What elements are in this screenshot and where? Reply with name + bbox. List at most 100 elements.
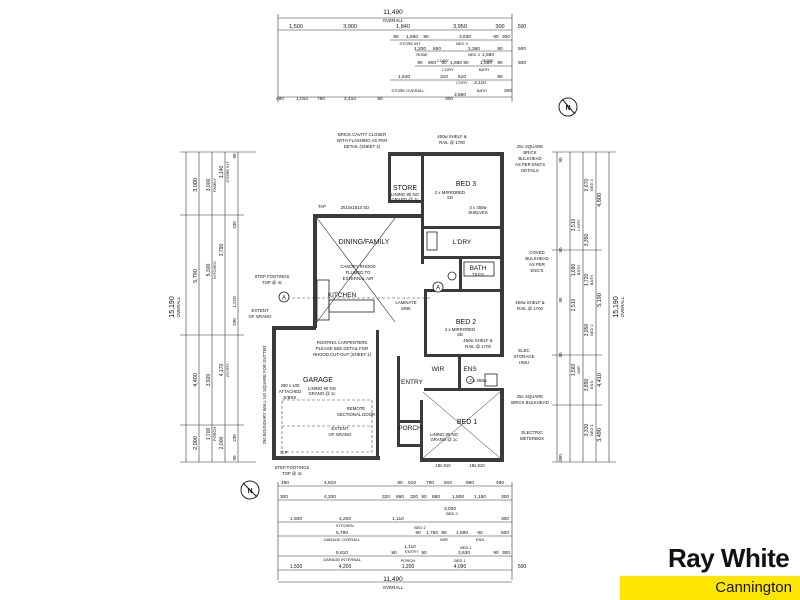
bot-r6-label-0: PORCH (401, 558, 416, 563)
top-r4-7: 500 (518, 60, 526, 66)
bot-r1-1: 4,810 (324, 480, 336, 486)
bot-r2-3: 880 (396, 494, 404, 500)
bot-r2-8: 1,150 (474, 494, 486, 500)
top-r5-label-2: BATH (477, 88, 487, 93)
note-remote-0: REMOTE (347, 406, 366, 411)
bot-r6-2: 1,200 (402, 564, 415, 570)
room-kitchen: KITCHEN (328, 292, 357, 299)
top-r6-4: 90 (377, 96, 383, 102)
bot-r2-0: 300 (280, 494, 288, 500)
note-step-top-1: TOP @ 4c (262, 280, 283, 285)
room-bed1: BED 1 (457, 419, 477, 426)
top-r3-1: 650 (433, 46, 441, 52)
bottom-dimensions: 490 4,810 90 910 790 910 890 490 300 4,2… (277, 480, 526, 590)
north-arrow-top-icon: N (558, 97, 578, 117)
room-wir: WIR (432, 366, 445, 373)
note-meterbox-1: METERBOX (520, 436, 544, 441)
note-brick-cavity-2: DETAIL (SHEET 2) (344, 144, 381, 149)
top-r4-label-0: L'DRY (442, 67, 454, 72)
left-a-1: 5,790 (193, 269, 199, 283)
right-dimensions: 15,190 OVERALL 4,800 5,190 4,410 3,490 2… (552, 151, 625, 463)
bot-r4-4: 1,590 (456, 530, 468, 536)
right-a-1: 5,190 (597, 293, 603, 307)
right-b-1: 3,350 (584, 234, 590, 247)
note-shelf-wir-1: RAIL @ 1700 (465, 344, 491, 349)
left-c-label-0: STORE INT (225, 161, 230, 183)
note-bulkhead-bed1-1: BRICK BULKHEAD (511, 400, 549, 405)
note-ebrk-2: E/BRK (284, 395, 297, 400)
right-c-label-1: BATH (576, 265, 581, 275)
brand-name: Ray White (668, 543, 790, 573)
right-b-5: 3,330 (584, 424, 590, 437)
top-r2-5: 300 (502, 34, 510, 40)
bot-r3-3: 3,030 (444, 506, 456, 512)
bot-r6-0: 1,500 (290, 564, 303, 570)
note-shelf-bed2-1: RAIL @ 1700 (517, 306, 543, 311)
note-extent-left-1: OF GRANO (249, 314, 273, 319)
bot-r2-5: 90 (421, 494, 427, 500)
room-entry: ENTRY (401, 379, 424, 386)
annotations: BRICK CAVITY CLOSER WITH FLASHING AS PER… (249, 132, 549, 476)
top-r5-6: 300 (504, 88, 512, 94)
note-step-top-0: STEP FOOTINGS (255, 274, 290, 279)
note-bed1-lining-1: GRANO @ 1c (430, 437, 458, 442)
bot-r1-2: 90 (397, 480, 403, 486)
top-r1-3: 3,950 (453, 24, 467, 30)
top-r3-label-3: ROBE (482, 58, 494, 63)
note-canopy-1: FLUMED TO (346, 270, 371, 275)
right-b-0: 2,670 (584, 179, 590, 192)
top-r3-label-2: L'DRY (437, 58, 449, 63)
left-d-4: 230 (232, 434, 237, 442)
note-elec-1: STORAGE (514, 354, 535, 359)
note-tap: TAP (318, 204, 326, 209)
bot-r4-6: 500 (501, 530, 509, 536)
top-r1-2: 1,840 (396, 24, 410, 30)
right-c-2: 2,510 (571, 299, 577, 312)
left-b-2: 3,920 (206, 374, 212, 387)
left-c-3: 2,000 (219, 437, 225, 450)
note-window-top: 2510x1810 SD (341, 205, 369, 210)
top-r6-2: 790 (317, 96, 325, 102)
top-r2-1: 1,560 (406, 34, 418, 40)
north-arrow-bottom-icon: N (240, 480, 260, 500)
bot-overall: 11,490 (383, 576, 403, 583)
left-overall-label: OVERALL (176, 296, 181, 317)
left-c-0: 1,140 (219, 166, 225, 179)
top-overall-label: OVERALL (383, 18, 404, 23)
note-laminate-0: LAMINATE (395, 300, 416, 305)
right-c-label-2: WIR (576, 366, 581, 374)
note-shelf-bed3-0: 450w SHELF & (437, 134, 467, 139)
bot-r4-label-0: GARAGE OVERALL (324, 537, 361, 542)
left-d-3: 230 (232, 318, 237, 326)
right-c-3: 1,560 (571, 364, 577, 377)
note-bulkhead-top-3: AS PER ENG'S (515, 162, 545, 167)
note-ebrk-1: ATTACHED (279, 389, 302, 394)
note-canopy-0: CANOPY RHOOD (340, 264, 375, 269)
top-r5-2: 610 (458, 74, 466, 80)
top-r2-4: 90 (493, 34, 499, 40)
note-mirrored-bed3-0: 2 x MIRRORED (435, 190, 465, 195)
top-r3-2: 2,360 (468, 46, 480, 52)
bot-r2-4: 320 (410, 494, 418, 500)
bot-r2-1: 4,200 (324, 494, 336, 500)
bot-r5-0: 5,610 (336, 550, 348, 556)
note-laminate-1: SINK (401, 306, 411, 311)
section-marker-right-label: A (436, 286, 440, 292)
bot-r4-3: 90 (441, 530, 447, 536)
note-dp: D.P (280, 450, 287, 455)
room-bed3: BED 3 (456, 181, 476, 188)
note-brick-cavity-0: BRICK CAVITY CLOSER (338, 132, 386, 137)
top-r4-1: 900 (428, 60, 436, 66)
top-r4-6: 90 (497, 60, 503, 66)
top-r2-label-1: BED 3 (456, 41, 468, 46)
top-r4-4: 90 (463, 60, 469, 66)
room-bath: BATH (470, 265, 487, 272)
note-step-bottom-0: STEP FOOTINGS (275, 465, 310, 470)
note-window-bed1-l: 18s 910 (435, 463, 451, 468)
note-canopy-2: EXTERNAL AIR (343, 276, 374, 281)
bot-r1-4: 790 (426, 480, 434, 486)
top-r2-2: 90 (423, 34, 429, 40)
right-c-1: 1,680 (571, 264, 577, 277)
top-r5-0: 1,640 (398, 74, 410, 80)
bot-r6-1: 4,200 (339, 564, 352, 570)
